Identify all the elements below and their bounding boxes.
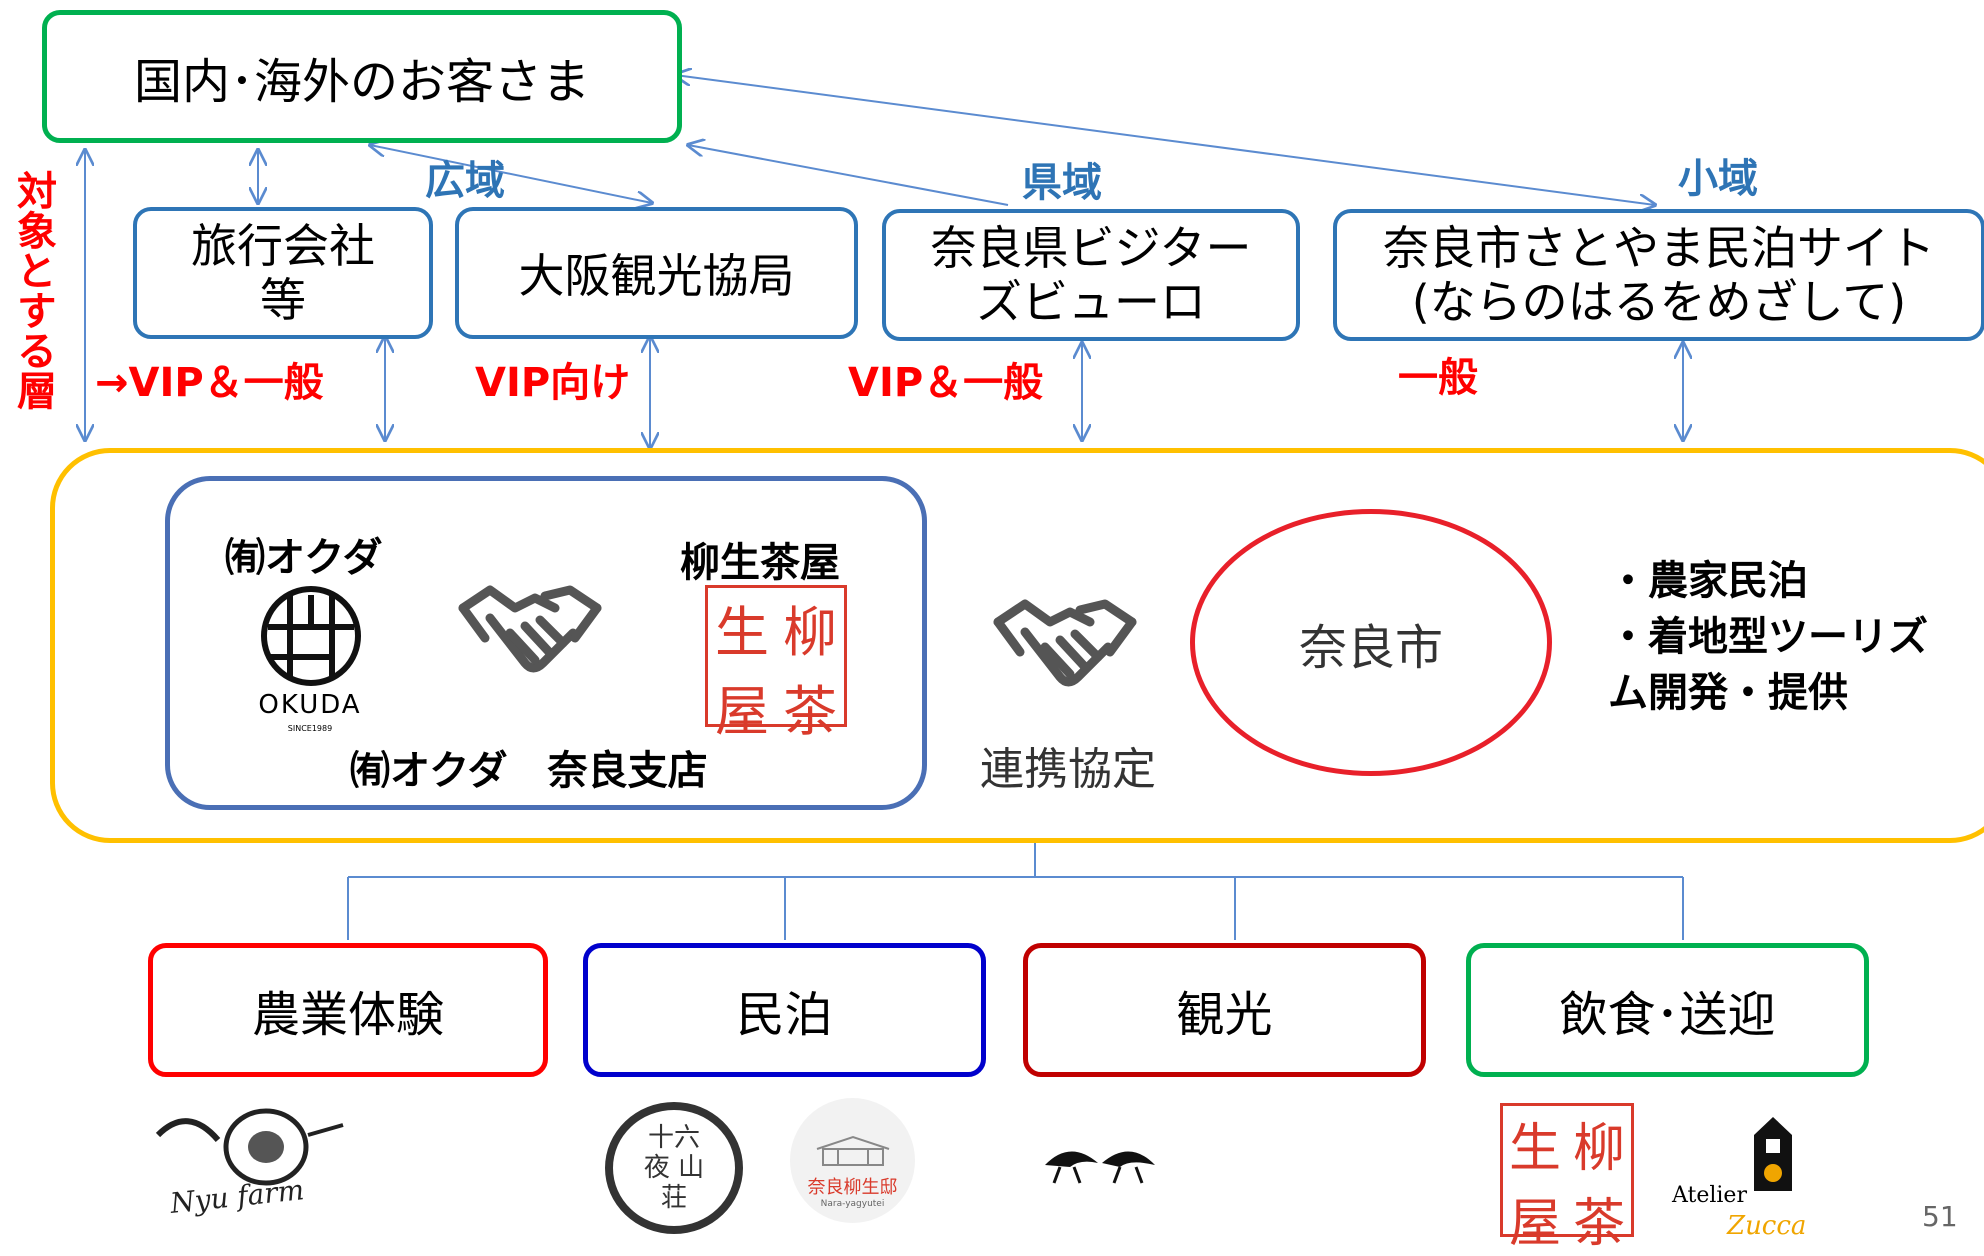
arrow-customers-nara-bureau [688,145,1009,206]
audience-nara-label: VIP＆一般 [848,360,1044,406]
atelier-house-icon [1754,1117,1792,1191]
customers-label: 国内･海外のお客さま [133,53,590,110]
service-food-transport: 飲食･送迎 [1466,943,1869,1077]
agency-nara-line1: 奈良県ビジター [930,221,1252,275]
service-farming-label: 農業体験 [251,987,444,1043]
agency-osaka-bureau: 大阪観光協局 [455,207,858,339]
agency-travel-company: 旅行会社 等 [133,207,433,339]
agency-osaka-label: 大阪観光協局 [518,249,795,303]
agency-travel-line2: 等 [260,273,306,327]
okuda-logo-sub: SINCE1989 [287,724,333,733]
scope-prefecture-label: 県域 [1022,160,1102,206]
partnership-container [50,448,1984,843]
inn2-sub: Nara-yagyutei [820,1199,885,1209]
crow-logo-icon [1045,1151,1155,1184]
service-farming: 農業体験 [148,943,548,1077]
audience-travel-label: →VIP＆一般 [95,360,324,406]
agency-satoyama-site: 奈良市さとやま民泊サイト (ならのはるをめざして) [1333,209,1984,341]
service-sightseeing-label: 観光 [1176,987,1273,1043]
nara-yagyutei-logo-icon: 奈良柳生邸 Nara-yagyutei [790,1098,915,1223]
scope-small-label: 小域 [1678,156,1758,202]
nyu-farm-logo-icon [155,1108,344,1186]
yagyu-seal-bottom-icon: 生 柳 屋 茶 [1500,1103,1634,1254]
agency-sato-line1: 奈良市さとやま民泊サイト [1383,221,1935,275]
agency-nara-line2: ズビューロ [976,275,1206,329]
goal-item: ム開発・提供 [1608,670,1848,716]
okuda-yagyu-box [165,476,927,810]
arrow-customers-osaka [370,145,652,203]
yagyu-title: 柳生茶屋 [680,540,840,586]
service-food-label: 飲食･送迎 [1559,987,1776,1043]
okuda-branch-label: ㈲オクダ 奈良支店 [350,748,708,794]
nara-city-label: 奈良市 [1298,619,1443,676]
inn2-name: 奈良柳生邸 [807,1177,898,1198]
yagyu-seal-icon: 生 柳 屋 茶 [705,585,847,743]
nara-city-ellipse: 奈良市 [1190,509,1552,776]
service-minpaku: 民泊 [583,943,986,1077]
service-minpaku-label: 民泊 [736,987,833,1043]
page-number: 51 [1922,1200,1958,1233]
agency-sato-line2: (ならのはるをめざして) [1411,275,1907,329]
atelier-zucca-logo: Atelier Zucca [1672,1115,1822,1241]
arrow-customers-sato [675,75,1655,205]
okuda-title: ㈲オクダ [225,535,383,581]
arrow-glyph: → [95,360,129,406]
agency-nara-visitors-bureau: 奈良県ビジター ズビューロ [882,209,1300,341]
agency-travel-line1: 旅行会社 [191,219,375,273]
audience-osaka-label: VIP向け [475,360,631,406]
goal-item: ・農家民泊 [1608,558,1808,604]
service-sightseeing: 観光 [1023,943,1426,1077]
service-tree [347,842,1684,940]
customers-box: 国内･海外のお客さま [42,10,682,143]
agreement-label: 連携協定 [980,744,1156,795]
agreement-handshake-icon [993,599,1137,687]
handshake-icon [458,585,602,673]
izayoi-sanso-logo-icon: 十六夜 山荘 [605,1102,743,1234]
goal-item: ・着地型ツーリズ [1608,614,1928,660]
goals-list: ・農家民泊 ・着地型ツーリズ ム開発・提供 [1608,553,1928,721]
target-layer-label: 対象とする層 [10,170,56,410]
okuda-logo-icon [261,586,361,686]
scope-wide-label: 広域 [425,158,505,204]
atelier-text: Atelier [1672,1183,1747,1208]
okuda-logo-text: OKUDA [258,690,362,720]
zucca-text: Zucca [1727,1211,1807,1241]
audience-sato-label: 一般 [1398,355,1478,401]
